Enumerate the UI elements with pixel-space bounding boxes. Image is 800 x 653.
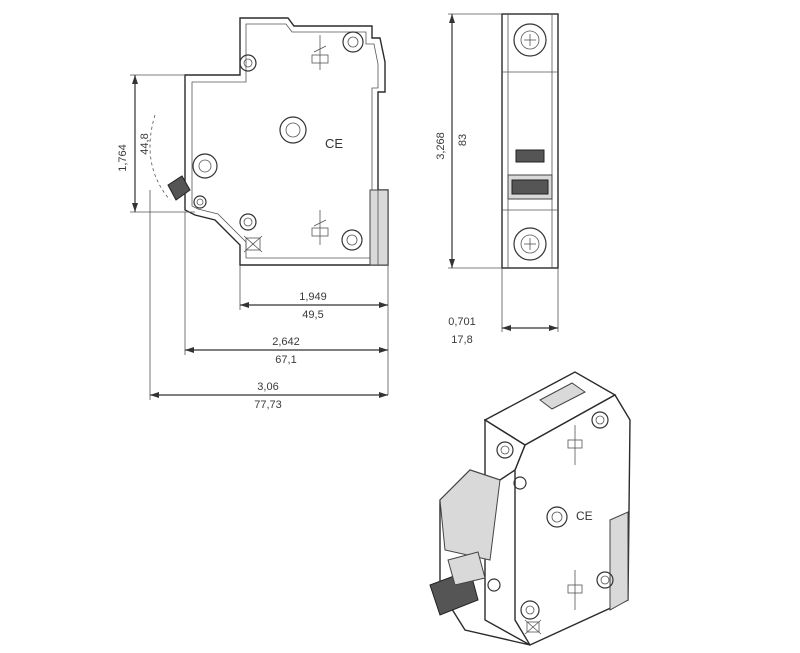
side-ce-logo: CE bbox=[325, 136, 343, 151]
side-height-mm: 44,8 bbox=[139, 133, 151, 154]
iso-ce-logo: CE bbox=[576, 509, 593, 523]
side-w1-mm: 49,5 bbox=[302, 309, 323, 321]
side-view: CE 1,764 44,8 1,949 49,5 2,642 67,1 bbox=[117, 17, 389, 411]
front-height-mm: 83 bbox=[457, 134, 469, 146]
front-height-in: 3,268 bbox=[435, 132, 447, 160]
isometric-view: CE bbox=[429, 371, 631, 646]
side-w3-in: 3,06 bbox=[257, 381, 278, 393]
side-w3-mm: 77,73 bbox=[254, 399, 282, 411]
side-height-in: 1,764 bbox=[117, 144, 129, 172]
front-width-in: 0,701 bbox=[448, 316, 476, 328]
front-view: 3,268 83 0,701 17,8 bbox=[435, 13, 559, 346]
side-w2-in: 2,642 bbox=[272, 336, 300, 348]
side-w1-in: 1,949 bbox=[299, 291, 327, 303]
front-width-mm: 17,8 bbox=[451, 334, 472, 346]
side-w2-mm: 67,1 bbox=[275, 354, 296, 366]
